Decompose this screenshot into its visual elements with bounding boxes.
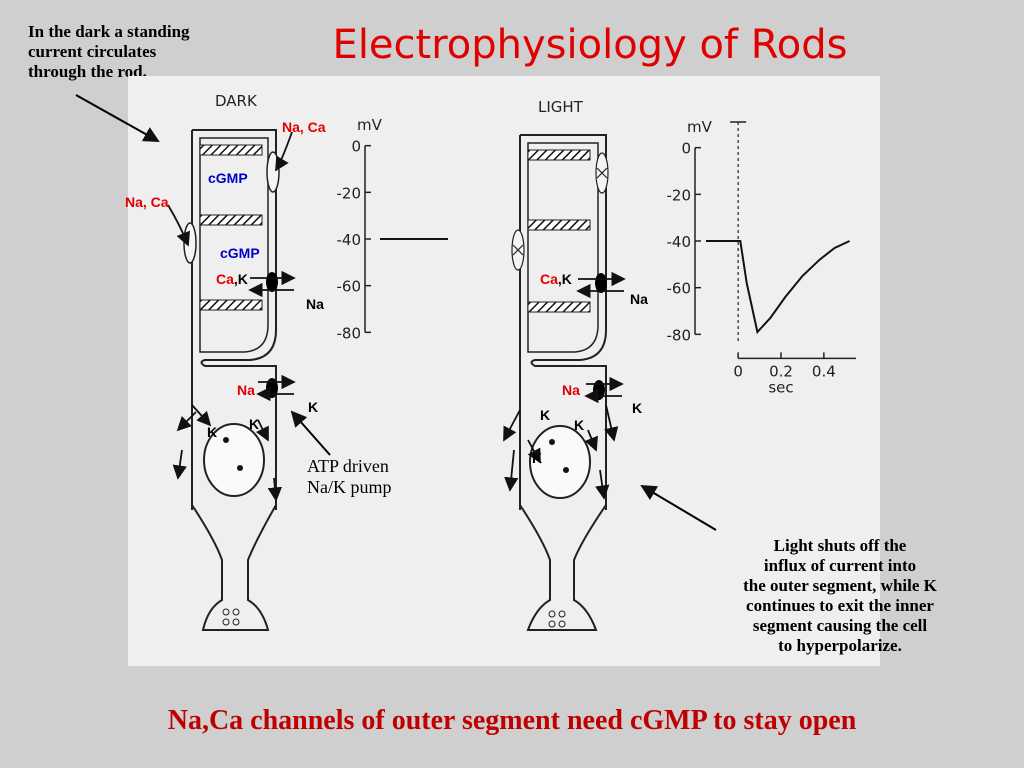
comma: , [558, 271, 562, 287]
light-na-pump-label: Na [562, 382, 580, 398]
y-tick-label: 0 [351, 138, 361, 156]
slide-title: Electrophysiology of Rods [332, 22, 848, 68]
light-voltage-chart: mV 0 -20 -40 -60 -80 0 0.2 0.4 sec [667, 118, 856, 396]
y-tick-label: -20 [667, 186, 692, 204]
light-note-line: segment causing the cell [752, 616, 928, 635]
dark-channel-upper [266, 151, 280, 193]
light-ca-k-label: Ca,K [540, 271, 572, 287]
cgmp-label-top: cGMP [208, 170, 248, 186]
ca-label: Ca [540, 271, 558, 287]
light-note-line: continues to exit the inner [746, 596, 934, 615]
light-k-label-1: K [632, 400, 642, 416]
dark-k-label-2: K [249, 416, 259, 432]
atp-pump-label: ATP driven Na/K pump [307, 456, 392, 498]
comma: , [234, 271, 238, 287]
na-ca-label-top: Na, Ca [282, 119, 326, 135]
mv-label: mV [357, 116, 383, 134]
light-k-label-2: K [540, 407, 550, 423]
x-tick-label: 0 [733, 362, 743, 380]
y-tick-label: -80 [337, 324, 362, 342]
bottom-caption: Na,Ca channels of outer segment need cGM… [167, 705, 857, 736]
y-tick-label: -60 [667, 280, 692, 298]
ca-label: Ca [216, 271, 234, 287]
light-arrows [503, 271, 626, 500]
na-ca-label-left: Na, Ca [125, 194, 169, 210]
light-k-label-3: K [574, 417, 584, 433]
light-discs [527, 149, 591, 313]
atp-line: Na/K pump [307, 477, 392, 497]
x-axis-label: sec [768, 378, 793, 396]
series-line [706, 240, 851, 335]
dark-nucleus [223, 437, 243, 471]
light-na-out-label: Na [630, 291, 648, 307]
k-label: K [238, 271, 248, 287]
dark-voltage-chart: mV 0 -20 -40 -60 -80 [337, 116, 448, 342]
light-note: Light shuts off the influx of current in… [700, 536, 980, 656]
y-tick-label: -80 [667, 326, 692, 344]
dark-current-note: In the dark a standing current circulate… [28, 22, 278, 82]
dark-na-pump-label: Na [237, 382, 255, 398]
light-synapse [548, 610, 566, 628]
diagram-panel [128, 76, 880, 666]
dark-pump-lower [266, 378, 278, 398]
k-label: K [562, 271, 572, 287]
atp-line: ATP driven [307, 456, 389, 476]
dark-pump-upper [266, 272, 278, 292]
y-tick-label: -60 [337, 278, 362, 296]
cgmp-label-mid: cGMP [220, 245, 260, 261]
dark-ca-k-label: Ca,K [216, 271, 248, 287]
light-pump-upper [595, 273, 607, 293]
x-tick-label: 0.4 [812, 362, 836, 380]
light-nucleus [549, 439, 569, 473]
y-tick-label: 0 [681, 140, 691, 158]
light-rod [519, 134, 607, 631]
dark-synapse [222, 608, 240, 626]
dark-note-arrow [75, 94, 160, 142]
atp-arrow [290, 410, 331, 456]
dark-channel-lower [183, 222, 197, 264]
light-label: LIGHT [538, 98, 584, 116]
dark-note-line: through the rod. [28, 62, 147, 81]
light-channel-upper [595, 152, 609, 194]
light-note-arrow [640, 484, 717, 531]
light-note-line: influx of current into [763, 556, 917, 575]
dark-k-label-1: K [308, 399, 318, 415]
light-note-line: to hyperpolarize. [778, 636, 902, 655]
dark-arrows [167, 131, 296, 502]
mv-label: mV [687, 118, 713, 136]
x-tick-label: 0.2 [769, 362, 793, 380]
light-note-line: Light shuts off the [773, 536, 907, 555]
dark-label: DARK [215, 92, 258, 110]
light-note-line: the outer segment, while K [743, 576, 937, 595]
light-channel-lower [511, 229, 525, 271]
y-tick-label: -20 [337, 184, 362, 202]
dark-na-out-label: Na [306, 296, 324, 312]
light-pump-lower [593, 380, 605, 400]
y-tick-label: -40 [667, 233, 692, 251]
dark-k-label-3: K [207, 424, 217, 440]
light-k-label-4: K [532, 450, 542, 466]
dark-rod [191, 129, 277, 631]
y-tick-label: -40 [337, 231, 362, 249]
dark-note-line: current circulates [28, 42, 157, 61]
dark-discs [199, 144, 263, 311]
dark-note-line: In the dark a standing [28, 22, 190, 41]
